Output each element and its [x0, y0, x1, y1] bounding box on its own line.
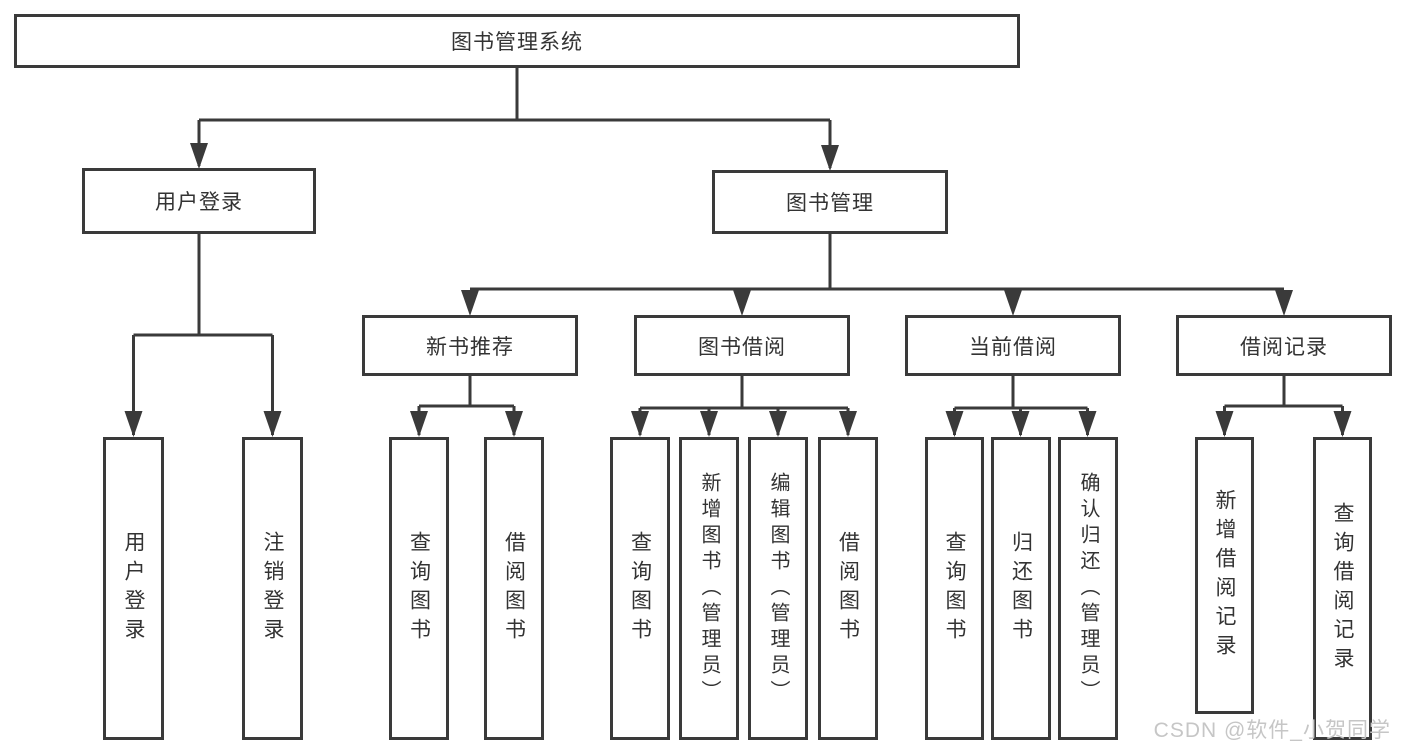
node-borrowing-records: 借阅记录	[1176, 315, 1392, 376]
node-current-borrowing: 当前借阅	[905, 315, 1121, 376]
leaf-current-confirm-return-admin: 确认归还（管理员）	[1058, 437, 1118, 740]
leaf-borrowing-borrow-books: 借阅图书	[818, 437, 878, 740]
node-user-login: 用户登录	[82, 168, 316, 234]
node-new-books: 新书推荐	[362, 315, 578, 376]
connector-root-to-level2	[190, 68, 839, 171]
connector-new-books-to-leaves	[410, 376, 523, 437]
leaf-borrowing-add-books-admin: 新增图书（管理员）	[679, 437, 739, 740]
leaf-current-return-books: 归还图书	[991, 437, 1051, 740]
leaf-newbooks-borrow-books: 借阅图书	[484, 437, 544, 740]
leaf-records-query-record: 查询借阅记录	[1313, 437, 1372, 740]
node-book-management: 图书管理	[712, 170, 948, 234]
leaf-logout: 注销登录	[242, 437, 303, 740]
node-book-borrowing: 图书借阅	[634, 315, 850, 376]
leaf-borrowing-edit-books-admin: 编辑图书（管理员）	[748, 437, 808, 740]
csdn-watermark: CSDN @软件_小贺同学	[1153, 719, 1391, 742]
leaf-records-add-record: 新增借阅记录	[1195, 437, 1254, 714]
connector-book-management-to-level3	[461, 234, 1293, 316]
node-root-system: 图书管理系统	[14, 14, 1020, 68]
leaf-current-query-books: 查询图书	[925, 437, 984, 740]
leaf-newbooks-query-books: 查询图书	[389, 437, 449, 740]
connector-book-borrowing-to-leaves	[631, 376, 857, 437]
connector-current-borrowing-to-leaves	[945, 376, 1097, 437]
leaf-borrowing-query-books: 查询图书	[610, 437, 670, 740]
connector-user-login-to-leaves	[124, 234, 282, 437]
leaf-user-login: 用户登录	[103, 437, 164, 740]
connector-borrowing-records-to-leaves	[1215, 376, 1352, 437]
